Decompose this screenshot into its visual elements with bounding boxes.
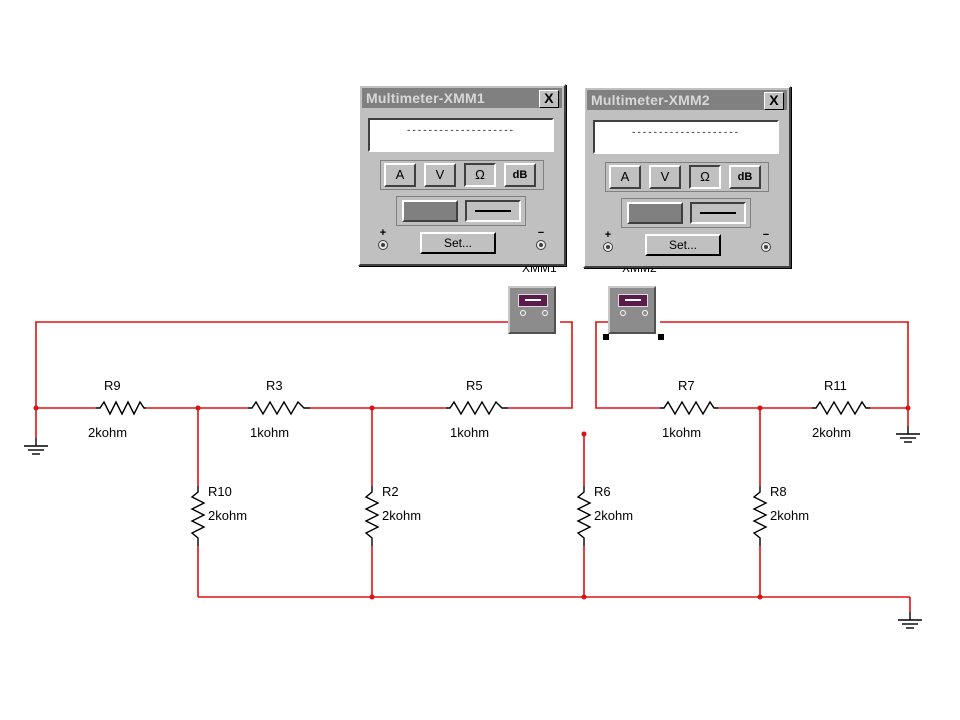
dc-mode-button[interactable] — [465, 200, 521, 222]
terminal-jack-icon — [378, 240, 388, 250]
plus-sign: + — [604, 229, 612, 241]
right-network-wires — [595, 321, 909, 597]
ohmmeter-button[interactable]: Ω — [689, 165, 721, 189]
meter-minus-terminal-icon — [540, 310, 550, 324]
plus-sign: + — [379, 227, 387, 239]
resistor-r10-symbol[interactable] — [190, 486, 206, 546]
r9-value: 2kohm — [88, 425, 127, 440]
terminal-jack-icon — [761, 242, 771, 252]
ac-mode-button[interactable] — [402, 200, 458, 222]
meter-minus-terminal-icon — [640, 310, 650, 324]
ac-mode-button[interactable] — [627, 202, 683, 224]
r8-name: R8 — [770, 484, 787, 499]
meter-screen-icon — [518, 294, 548, 307]
r3-name: R3 — [266, 378, 283, 393]
left-network-wires — [35, 321, 911, 612]
set-button[interactable]: Set... — [420, 232, 496, 254]
terminal-jack-icon — [603, 242, 613, 252]
ground-bottom-icon — [898, 612, 922, 629]
close-button[interactable]: X — [764, 92, 784, 110]
positive-terminal[interactable]: + — [601, 230, 615, 260]
meter-display: -------------------- — [368, 118, 554, 152]
set-button[interactable]: Set... — [645, 234, 721, 256]
r2-value: 2kohm — [382, 508, 421, 523]
ohmmeter-button[interactable]: Ω — [464, 163, 496, 187]
ground-left-icon — [24, 438, 48, 455]
resistor-r8-symbol[interactable] — [752, 486, 768, 546]
decibel-button[interactable]: dB — [729, 165, 761, 189]
minus-sign: − — [537, 227, 545, 239]
r11-name: R11 — [824, 378, 847, 393]
resistor-r6-symbol[interactable] — [576, 486, 592, 546]
function-button-group: A V Ω dB — [605, 162, 769, 192]
dc-mode-button[interactable] — [690, 202, 746, 224]
r7-name: R7 — [678, 378, 695, 393]
multimeter-xmm1-window[interactable]: Multimeter-XMM1 X -------------------- A… — [358, 84, 566, 266]
r9-name: R9 — [104, 378, 121, 393]
resistor-r7-symbol[interactable] — [660, 400, 718, 416]
r10-name: R10 — [208, 484, 232, 499]
window-title: Multimeter-XMM1 — [366, 90, 485, 106]
r2-name: R2 — [382, 484, 399, 499]
r6-name: R6 — [594, 484, 611, 499]
multimeter-xmm1-titlebar[interactable]: Multimeter-XMM1 X — [362, 88, 562, 108]
r11-value: 2kohm — [812, 425, 851, 440]
positive-terminal[interactable]: + — [376, 228, 390, 258]
decibel-button[interactable]: dB — [504, 163, 536, 187]
window-title: Multimeter-XMM2 — [591, 92, 710, 108]
negative-terminal[interactable]: − — [534, 228, 548, 258]
resistor-r11-symbol[interactable] — [812, 400, 870, 416]
xmm1-meter-symbol[interactable] — [508, 286, 556, 334]
meter-display: -------------------- — [593, 120, 779, 154]
junction-nodes — [33, 405, 911, 600]
minus-sign: − — [762, 229, 770, 241]
voltmeter-button[interactable]: V — [649, 165, 681, 189]
xmm2-meter-symbol[interactable] — [608, 286, 656, 334]
r5-value: 1kohm — [450, 425, 489, 440]
ammeter-button[interactable]: A — [384, 163, 416, 187]
ground-right-icon — [896, 426, 920, 443]
multimeter-xmm2-titlebar[interactable]: Multimeter-XMM2 X — [587, 90, 787, 110]
voltmeter-button[interactable]: V — [424, 163, 456, 187]
multimeter-xmm2-window[interactable]: Multimeter-XMM2 X -------------------- A… — [583, 86, 791, 268]
resistor-r3-symbol[interactable] — [248, 400, 310, 416]
r10-value: 2kohm — [208, 508, 247, 523]
selection-handle[interactable] — [603, 334, 609, 340]
close-button[interactable]: X — [539, 90, 559, 108]
ammeter-button[interactable]: A — [609, 165, 641, 189]
negative-terminal[interactable]: − — [759, 230, 773, 260]
r5-name: R5 — [466, 378, 483, 393]
selection-handle[interactable] — [658, 334, 664, 340]
r6-value: 2kohm — [594, 508, 633, 523]
function-button-group: A V Ω dB — [380, 160, 544, 190]
r8-value: 2kohm — [770, 508, 809, 523]
terminal-jack-icon — [536, 240, 546, 250]
meter-screen-icon — [618, 294, 648, 307]
resistor-r9-symbol[interactable] — [96, 400, 146, 416]
r3-value: 1kohm — [250, 425, 289, 440]
resistor-r5-symbol[interactable] — [446, 400, 508, 416]
resistor-r2-symbol[interactable] — [364, 486, 380, 546]
meter-plus-terminal-icon — [518, 310, 528, 324]
signal-mode-group — [396, 196, 526, 226]
meter-plus-terminal-icon — [618, 310, 628, 324]
r7-value: 1kohm — [662, 425, 701, 440]
signal-mode-group — [621, 198, 751, 228]
